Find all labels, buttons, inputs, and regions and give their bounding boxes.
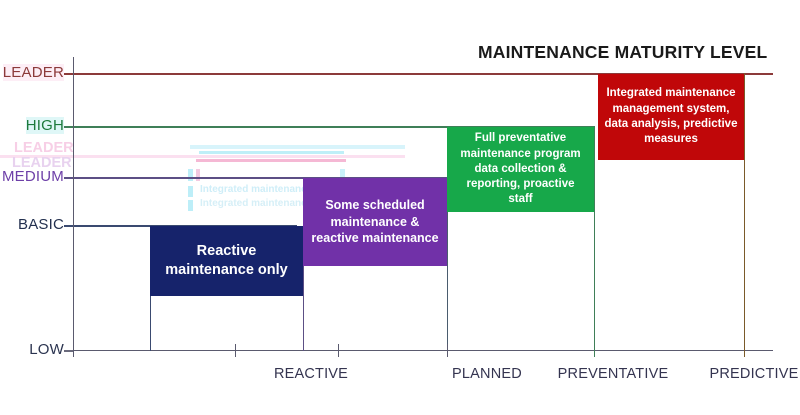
x-axis-line (73, 350, 773, 352)
stage-box-reactive[interactable]: Reactive maintenance only (150, 226, 303, 296)
y-label-high: HIGH (25, 117, 64, 134)
x-tick-origin (73, 344, 75, 357)
x-tick-predictive (744, 344, 746, 357)
x-tick-reactive (235, 344, 237, 357)
page-title: MAINTENANCE MATURITY LEVEL (478, 42, 768, 62)
ghost-band-pink-2 (196, 159, 346, 162)
stage-box-preventative[interactable]: Full preventative maintenance program da… (447, 127, 594, 212)
ghost-band-cyan-5 (188, 186, 193, 197)
ghost-band-cyan-3 (188, 169, 193, 181)
stage-box-predictive[interactable]: Integrated maintenance management system… (598, 74, 744, 160)
ghost-text-integrated-1: Integrated maintenance (200, 184, 313, 195)
x-tick-planned (447, 344, 449, 357)
y-axis-line (73, 57, 75, 351)
vline-preventative-end (594, 126, 596, 356)
vline-planned-start (303, 266, 305, 351)
level-line-high (64, 126, 595, 128)
y-label-low: LOW (29, 341, 64, 358)
level-line-medium (64, 177, 450, 179)
y-label-medium: MEDIUM (1, 168, 64, 185)
vline-predictive-end (744, 73, 746, 356)
level-line-leader (64, 73, 773, 75)
ghost-band-cyan-6 (188, 200, 193, 211)
x-label-preventative: PREVENTATIVE (557, 366, 669, 382)
ghost-label-leader-1: LEADER (14, 140, 74, 156)
level-line-low (64, 350, 73, 352)
level-line-basic (64, 225, 297, 227)
stage-box-planned[interactable]: Some scheduled maintenance & reactive ma… (303, 178, 447, 266)
x-tick-mid (338, 344, 340, 357)
ghost-band-cyan-1 (190, 145, 405, 149)
y-label-basic: BASIC (17, 216, 64, 233)
ghost-band-cyan-2 (199, 151, 344, 154)
vline-preventative-start (447, 212, 449, 351)
y-label-leader: LEADER (2, 64, 64, 81)
x-label-planned: PLANNED (452, 366, 522, 382)
vline-reactive-start (150, 296, 152, 351)
x-tick-preventative (594, 344, 596, 357)
x-label-predictive: PREDICTIVE (709, 366, 799, 382)
ghost-band-pink-3 (196, 169, 200, 181)
x-label-reactive: REACTIVE (273, 366, 349, 382)
ghost-band-pink-1 (0, 155, 405, 158)
